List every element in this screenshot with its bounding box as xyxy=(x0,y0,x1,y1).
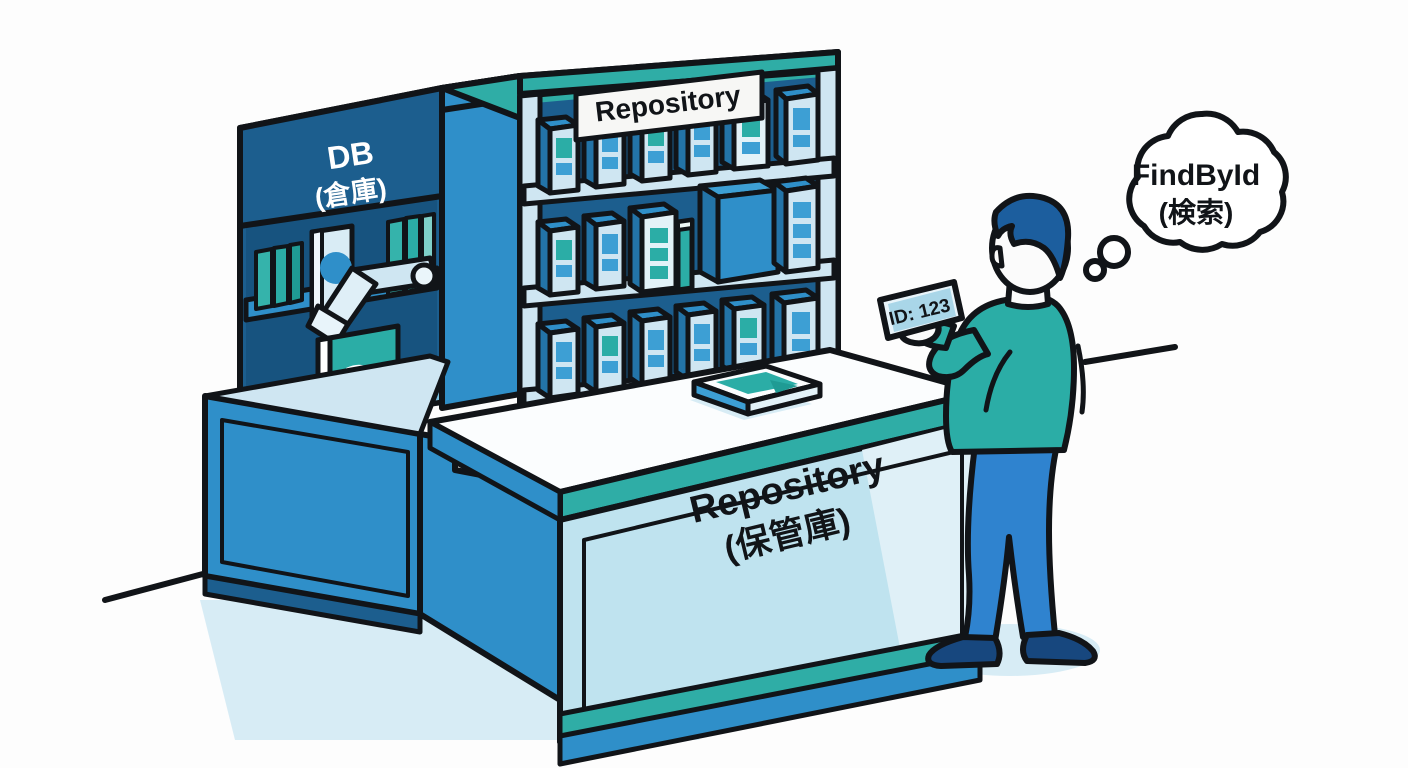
shelf-row-3-boxes xyxy=(535,287,821,401)
findbyid-thought-bubble: FindById (検索) xyxy=(1083,110,1289,282)
repository-shelf-sign: Repository xyxy=(573,69,765,143)
db-label-line1: DB xyxy=(325,134,376,176)
thought-line2: (検索) xyxy=(1159,197,1234,228)
id-card-label: ID: 123 xyxy=(877,279,965,341)
book-on-counter xyxy=(690,363,823,420)
repository-shelf-unit: Repository xyxy=(439,49,841,415)
customer-figure xyxy=(898,192,1098,669)
thought-line1: FindById xyxy=(1132,159,1260,192)
shelf-row-2-boxes xyxy=(535,175,821,298)
shelf-divider-pillar xyxy=(439,73,523,411)
horizon-line-right xyxy=(1082,344,1178,365)
